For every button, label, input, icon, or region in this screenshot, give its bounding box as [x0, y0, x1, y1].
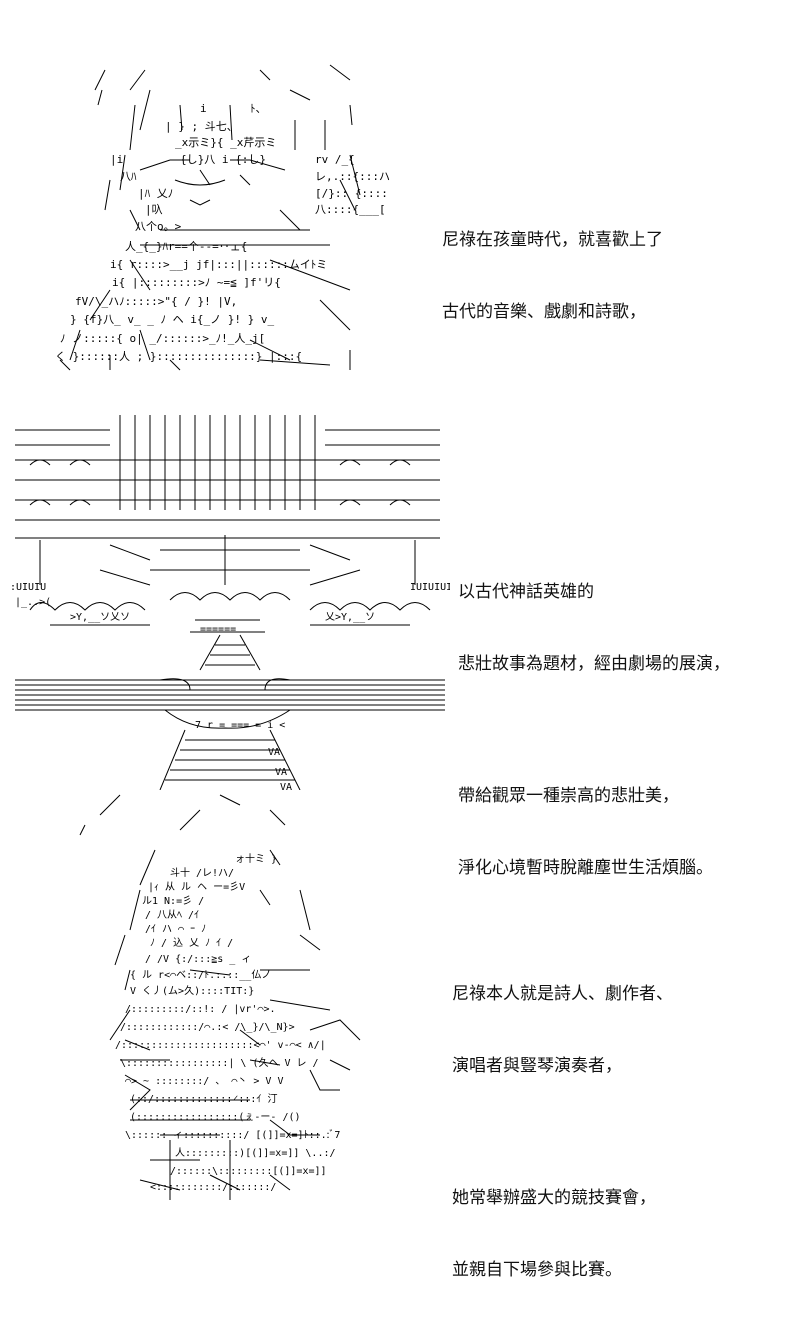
svg-text:VA: VA [280, 782, 292, 790]
caption-panel-2: 以古代神話英雄的 悲壯故事為題材，經由劇場的展演， 帶給觀眾一種崇高的悲壯美， … [458, 532, 730, 928]
svg-text:{ ル r<⌒ベ::/ﾄ.:.::__仏ノ: { ル r<⌒ベ::/ﾄ.:.::__仏ノ [130, 969, 271, 981]
svg-text:fV/\_ハﾉ:::::>"{ / }!: fV/\_ハﾉ:::::>"{ / }! |V, [75, 295, 237, 308]
caption-panel-3: 尼祿本人就是詩人、劇作者、 演唱者與豎琴演奏者， 她常舉辦盛大的競技賽會， 並親… [452, 934, 673, 1330]
svg-text:i: i [200, 102, 207, 115]
caption-line: 古代的音樂、戲劇和詩歌， [442, 302, 646, 322]
svg-text:VA: VA [275, 767, 287, 778]
svg-text:_x示ミ}{ _x芹示ミ: _x示ミ}{ _x芹示ミ [175, 136, 276, 149]
svg-text:i{ |:::::::::>ﾉ ~=≦ ]f'リ{: i{ |:::::::::>ﾉ ~=≦ ]f'リ{ [112, 276, 281, 289]
svg-text:rv /_{: rv /_{ [315, 153, 355, 166]
caption-panel-1: 尼祿在孩童時代，就喜歡上了 古代的音樂、戲劇和詩歌， [442, 180, 663, 372]
svg-text:>Y,__ソ乂ソ: >Y,__ソ乂ソ [70, 612, 130, 623]
caption-line: 以古代神話英雄的 [458, 582, 594, 602]
svg-text:ﾄ、: ﾄ、 [250, 102, 267, 115]
svg-text:八个o。>: 八个o。> [135, 220, 182, 233]
svg-text:乂>Y,__ソ: 乂>Y,__ソ [325, 612, 375, 623]
svg-text:人_{_}ﾊr==个--=‥ェ{: 人_{_}ﾊr==个--=‥ェ{ [125, 240, 247, 253]
svg-text:(:::::::::::::::::(ぇ-ー- /(): (:::::::::::::::::(ぇ-ー- /() [130, 1112, 301, 1123]
svg-text:} {f}八_ v_ _ ﾉ ヘ i{_: } {f}八_ v_ _ ﾉ ヘ i{_ノ }! } v_ [70, 313, 274, 326]
caption-line: 淨化心境暫時脫離塵世生活煩腦。 [458, 858, 713, 878]
svg-text:|_..>(: |_..>( [15, 597, 51, 608]
svg-text:(::/:::::::::::::∠:::ｲ 汀: (::/:::::::::::::∠:::ｲ 汀 [130, 1093, 277, 1105]
panel-3: ォ十ミ } 斗十 /レ!ハ/ |ｨ 从 ル ヘ ー=彡V ル1 N:=彡 / /… [0, 790, 800, 1280]
svg-text:ﾉ ノ:::::{ o| _/:: ﾉ ノ:::::{ o| _/::::::>_ﾉ!_人_j[ [60, 332, 265, 345]
svg-text:く }::::::人 ;: く }::::::人 ; }:::::::::::::::} |:::{ [55, 350, 302, 363]
svg-text:ォ十ミ }: ォ十ミ } [235, 852, 277, 865]
svg-text:| } ; 斗七、: | } ; 斗七、 [165, 120, 238, 133]
caption-line [452, 1126, 673, 1138]
caption-line: 帶給觀眾一種崇高的悲壯美， [458, 786, 679, 806]
svg-text:[/}:: {:::::[: [/}:: {:::::[ [315, 187, 390, 200]
svg-text:八ﾊ: 八ﾊ [120, 170, 137, 183]
caption-line: 尼祿在孩童時代，就喜歡上了 [442, 230, 663, 250]
svg-text:⌒> ~ ::::::::/ 、 ⌒丶 > V: ⌒> ~ ::::::::/ 、 ⌒丶 > V V [125, 1076, 283, 1087]
svg-text:/::::::::::::/⌒.:< /\_}/\_N}>: /::::::::::::/⌒.:< /\_}/\_N}> [120, 1022, 295, 1033]
svg-text:斗十 /レ!ハ/: 斗十 /レ!ハ/ [170, 866, 234, 879]
svg-text:VA: VA [268, 747, 280, 758]
svg-text:<:::::::::::/:::::::/: <:::::::::::/:::::::/ [150, 1182, 276, 1193]
caption-line: 尼祿本人就是詩人、劇作者、 [452, 984, 673, 1004]
svg-text:/::::::::::::::::::::::<⌒' v-⌒: /::::::::::::::::::::::<⌒' v-⌒< ∧/| [115, 1040, 326, 1051]
svg-text:八::::{___[: 八::::{___[ [315, 203, 386, 216]
caption-line: 悲壯故事為題材，經由劇場的展演， [458, 654, 730, 674]
svg-text:{し}八 i {:し}: {し}八 i {:し} [180, 153, 266, 166]
svg-text:|叺: |叺 [145, 203, 163, 216]
svg-text:\:::::: ィ::::::::::/ [(]]=x=]ﾄ: \:::::: ィ::::::::::/ [(]]=x=]ﾄ::.:ﾞ7 [125, 1129, 340, 1141]
svg-text:/ｲ ハ ⌒ ｰ ﾉ: /ｲ ハ ⌒ ｰ ﾉ [145, 924, 206, 935]
svg-text:ル1 N:=彡 /: ル1 N:=彡 / [142, 896, 204, 907]
ascii-art-child-nero: |i 八ﾊ |ﾊ 乂ﾉ |叺 八个o。> 人_{_}ﾊr==个--=‥ェ{ i{… [50, 60, 390, 380]
svg-text:7 r = === = i <: 7 r = === = i < [195, 720, 285, 731]
svg-text:|i: |i [110, 153, 123, 166]
svg-text:/ 八从ﾍ /ｲ: / 八从ﾍ /ｲ [145, 910, 199, 921]
svg-text::UIUIU: :UIUIU [10, 582, 46, 593]
svg-text:/::::::\:::::::::[(]]=x=]]: /::::::\:::::::::[(]]=x=]] [170, 1166, 327, 1177]
svg-text:/ /V {:/:::≧s _ ィ: / /V {:/:::≧s _ ィ [145, 954, 251, 965]
svg-text:|ｨ 从 ル ヘ ー=彡V: |ｨ 从 ル ヘ ー=彡V [148, 882, 245, 893]
svg-text:i{ r::::>__j jf|:::||::::::ムイ: i{ r::::>__j jf|:::||::::::ムイﾄミ [110, 258, 327, 271]
caption-line: 她常舉辦盛大的競技賽會， [452, 1188, 656, 1208]
caption-line: 演唱者與豎琴演奏者， [452, 1056, 622, 1076]
svg-text:ﾉ / 込 乂 ﾉ ｲ /: ﾉ / 込 乂 ﾉ ｲ / [150, 937, 233, 949]
svg-text:\:::::::::::::::::| \ (久ヘ: \:::::::::::::::::| \ (久ヘ V レ / [120, 1057, 319, 1069]
caption-line [458, 724, 730, 736]
svg-text:V く丿(ム>久)::::TIT:}: V く丿(ム>久)::::TIT:} [130, 985, 254, 997]
svg-text:レ,.::{:::ハ: レ,.::{:::ハ [315, 170, 390, 183]
svg-text:/:::::::::/::!: / |vr'⌒>.: /:::::::::/::!: / |vr'⌒>. [125, 1004, 276, 1015]
ascii-art-nero-harp: ォ十ミ } 斗十 /レ!ハ/ |ｨ 从 ル ヘ ー=彡V ル1 N:=彡 / /… [70, 790, 400, 1200]
panel-1: |i 八ﾊ |ﾊ 乂ﾉ |叺 八个o。> 人_{_}ﾊr==个--=‥ェ{ i{… [0, 0, 800, 380]
svg-text:======: ====== [200, 624, 236, 635]
svg-text:|ﾊ 乂ﾉ: |ﾊ 乂ﾉ [138, 187, 173, 200]
svg-text:人:::::::::)[(]]=x=]] \..:/: 人:::::::::)[(]]=x=]] \..:/ [175, 1147, 336, 1159]
caption-line: 並親自下場參與比賽。 [452, 1260, 622, 1280]
